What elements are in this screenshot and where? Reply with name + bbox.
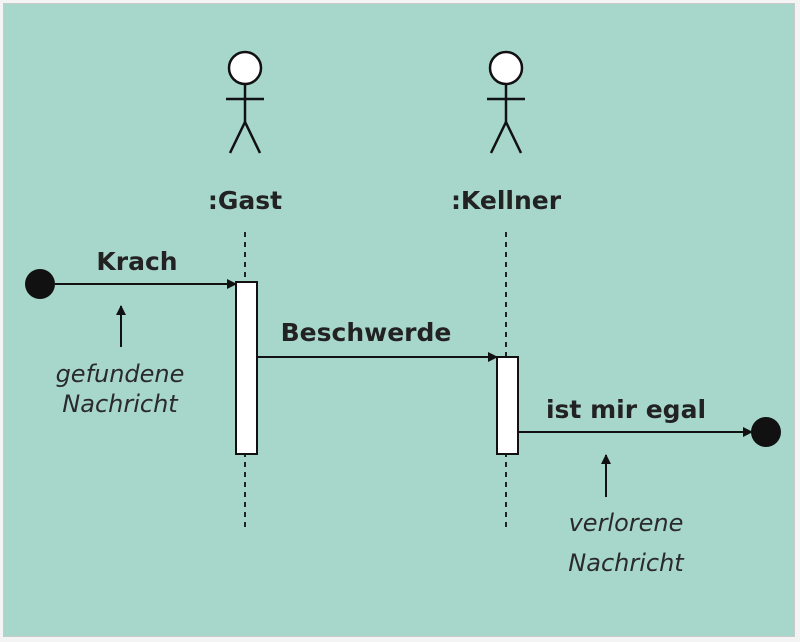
annotation-line: gefundene xyxy=(56,360,185,388)
actor-kellner: :Kellner xyxy=(451,50,562,215)
lifeline-label-kellner: :Kellner xyxy=(451,186,562,215)
lost-message-target-dot xyxy=(751,417,781,447)
lost-message-annotation: verlorene Nachricht xyxy=(568,454,685,577)
actor-gast: :Gast xyxy=(208,50,282,215)
actor-left-leg-line xyxy=(228,121,247,154)
found-message-annotation: gefundene Nachricht xyxy=(56,305,185,418)
found-message-source-dot xyxy=(25,269,55,299)
synchronous-message: Beschwerde xyxy=(257,318,498,362)
message-label-ist-mir-egal: ist mir egal xyxy=(546,395,706,424)
actor-left-leg-line xyxy=(489,121,508,154)
lifeline-label-gast: :Gast xyxy=(208,186,282,215)
message-label-krach: Krach xyxy=(96,247,177,276)
actor-icon xyxy=(488,50,524,86)
diagram-background xyxy=(3,3,795,637)
annotation-line: verlorene xyxy=(569,509,684,537)
found-message: Krach xyxy=(25,247,237,299)
lost-message: ist mir egal xyxy=(518,395,781,447)
activation-bar-gast xyxy=(235,281,258,455)
actor-right-leg-line xyxy=(243,121,262,154)
annotation-line: Nachricht xyxy=(62,390,179,418)
message-label-beschwerde: Beschwerde xyxy=(281,318,452,347)
annotation-line: Nachricht xyxy=(568,549,685,577)
actor-icon xyxy=(227,50,263,86)
actor-right-leg-line xyxy=(504,121,523,154)
activation-bar-kellner xyxy=(496,356,519,455)
